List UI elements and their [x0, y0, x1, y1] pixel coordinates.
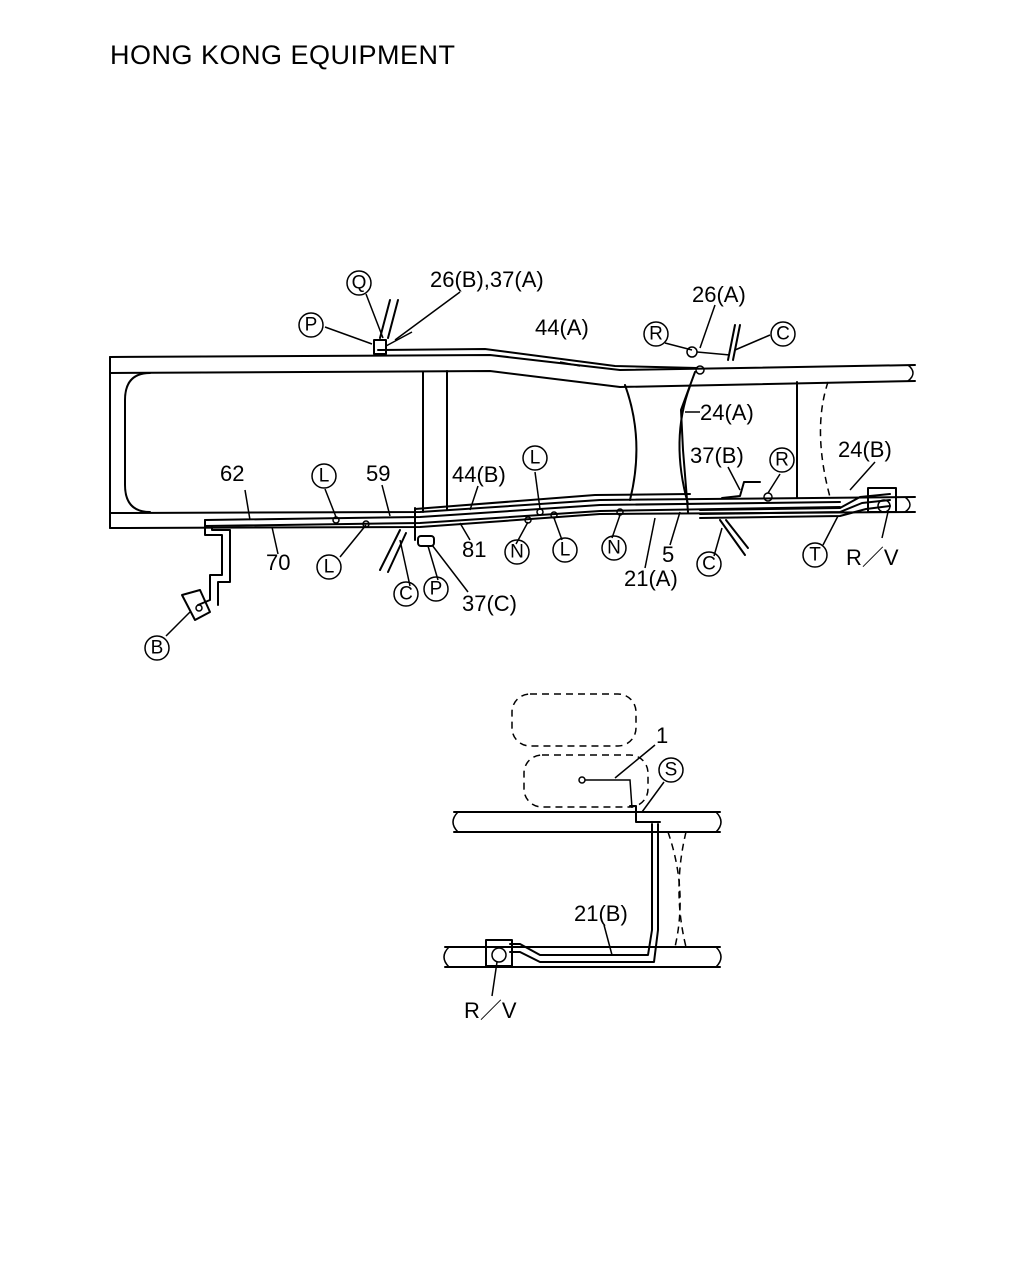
svg-text:R: R	[775, 450, 789, 471]
callout-n-2: N	[601, 535, 627, 561]
lower-view: 1 21(B) R／V S	[443, 693, 722, 1023]
upper-pipes	[181, 299, 897, 621]
label-62: 62	[220, 461, 244, 486]
label-44a: 44(A)	[535, 315, 589, 340]
label-59: 59	[366, 461, 390, 486]
label-81: 81	[462, 537, 486, 562]
callout-l-1: L	[311, 463, 337, 489]
callout-r-mid: R	[769, 447, 795, 473]
svg-text:L: L	[324, 557, 335, 578]
callout-n-1: N	[504, 539, 530, 565]
svg-text:S: S	[665, 760, 678, 781]
svg-text:P: P	[305, 315, 318, 336]
svg-text:Q: Q	[352, 273, 367, 294]
callout-c-bot-2: C	[696, 551, 722, 577]
svg-text:L: L	[560, 540, 571, 561]
label-24b: 24(B)	[838, 437, 892, 462]
svg-text:N: N	[510, 542, 524, 563]
air-tank-upper	[511, 693, 637, 747]
svg-text:P: P	[430, 579, 443, 600]
svg-text:L: L	[530, 448, 541, 469]
upper-callouts: Q P R C L L R L C P N L N C T B	[144, 270, 828, 661]
label-rv-lower: R／V	[464, 998, 517, 1023]
svg-text:C: C	[399, 584, 413, 605]
label-26b-37a: 26(B),37(A)	[430, 267, 544, 292]
callout-s: S	[658, 757, 684, 783]
label-26a: 26(A)	[692, 282, 746, 307]
label-21b: 21(B)	[574, 901, 628, 926]
page-title: HONG KONG EQUIPMENT	[110, 40, 456, 70]
air-tank-lower	[523, 754, 649, 808]
callout-b: B	[144, 635, 170, 661]
callout-p-bot: P	[423, 576, 449, 602]
svg-text:C: C	[776, 324, 790, 345]
callout-p-top: P	[298, 312, 324, 338]
label-24a: 24(A)	[700, 400, 754, 425]
label-rv-upper: R／V	[846, 545, 899, 570]
svg-text:N: N	[607, 538, 621, 559]
svg-text:B: B	[151, 638, 164, 659]
label-44b: 44(B)	[452, 462, 506, 487]
label-70: 70	[266, 550, 290, 575]
label-5: 5	[662, 542, 674, 567]
svg-text:T: T	[809, 545, 821, 566]
upper-frame	[109, 354, 916, 529]
label-1: 1	[656, 723, 668, 748]
svg-text:R: R	[649, 324, 663, 345]
upper-labels: 26(B),37(A) 44(A) 26(A) 24(A) 37(B) 24(B…	[220, 267, 899, 616]
svg-text:C: C	[702, 554, 716, 575]
label-37b: 37(B)	[690, 443, 744, 468]
upper-leaders	[165, 291, 889, 637]
callout-l-3: L	[316, 554, 342, 580]
callout-l-2: L	[522, 445, 548, 471]
callout-t: T	[802, 542, 828, 568]
callout-c-top: C	[770, 321, 796, 347]
callout-c-bot-1: C	[393, 581, 419, 607]
callout-q: Q	[346, 270, 372, 296]
svg-text:L: L	[319, 466, 330, 487]
label-37c: 37(C)	[462, 591, 517, 616]
callout-l-4: L	[552, 537, 578, 563]
label-21a: 21(A)	[624, 566, 678, 591]
callout-r-top: R	[643, 321, 669, 347]
